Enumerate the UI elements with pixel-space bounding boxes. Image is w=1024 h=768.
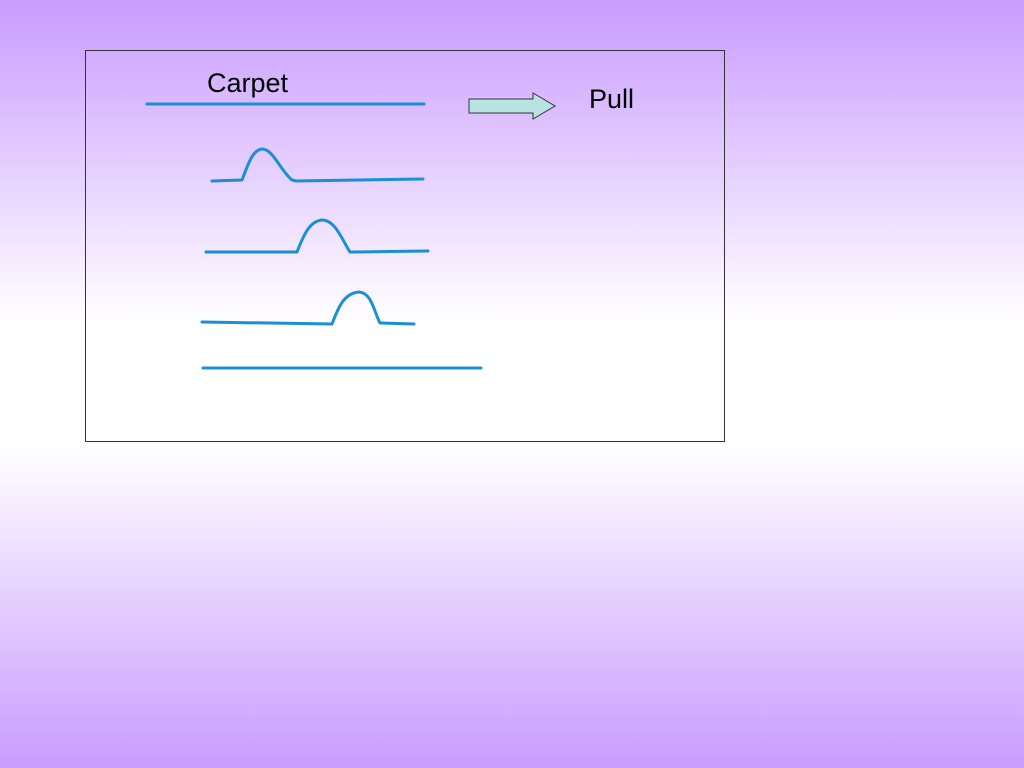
right-arrow-icon xyxy=(468,92,556,120)
diagram-frame xyxy=(85,50,725,442)
carpet-line-wrinkle-right xyxy=(200,290,416,326)
carpet-label: Carpet xyxy=(207,68,289,98)
pull-label: Pull xyxy=(589,84,635,114)
carpet-line-wrinkle-middle xyxy=(204,218,430,254)
carpet-line-wrinkle-left xyxy=(210,147,425,183)
